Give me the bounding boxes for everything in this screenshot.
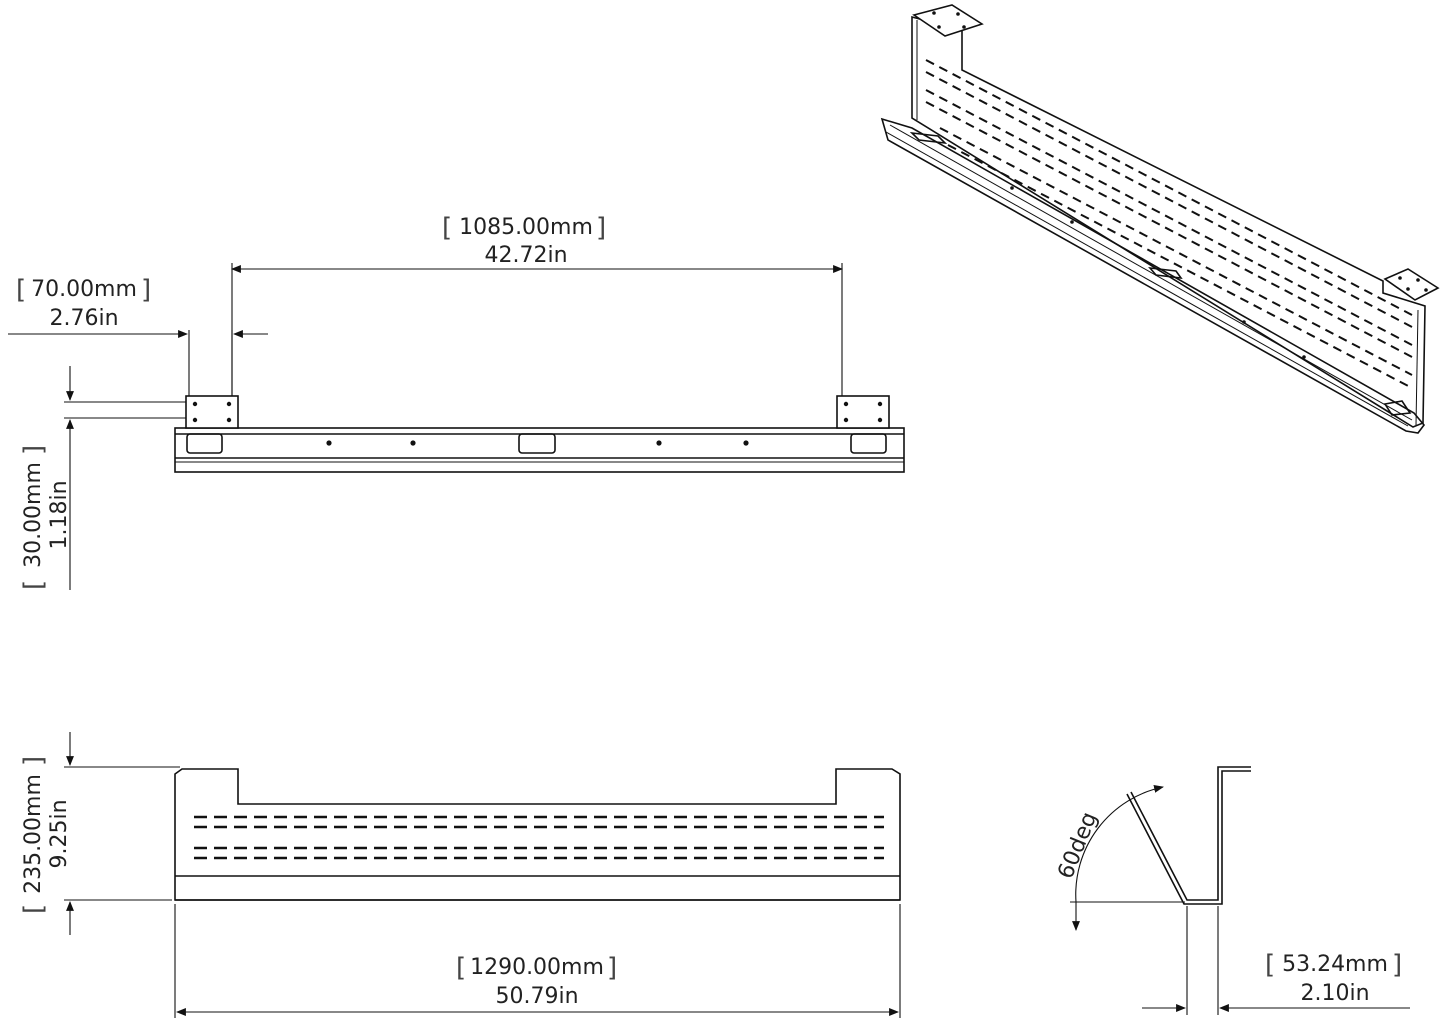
top-view-tray-body bbox=[174, 427, 905, 473]
front-view bbox=[174, 768, 901, 901]
iso-back-panel bbox=[911, 15, 1426, 428]
dim-bracket-height-in: 1.18in bbox=[47, 480, 72, 549]
side-view-profile bbox=[1126, 766, 1251, 905]
top-view-bracket-left bbox=[185, 395, 239, 429]
isometric-view bbox=[880, 4, 1440, 434]
dim-bracket-height-mm: 30.00mm bbox=[21, 462, 46, 568]
dimension-bracket-height: [ 30.00mm ] 1.18in bbox=[19, 366, 186, 590]
dimension-bracket-spacing: [ 1085.00mm ] 42.72in bbox=[231, 213, 843, 396]
bracket-close: ] bbox=[19, 445, 49, 455]
dimension-bracket-width: [ 70.00mm ] 2.76in bbox=[8, 275, 268, 396]
dim-height-in: 9.25in bbox=[47, 799, 72, 868]
bracket-open: [ bbox=[442, 213, 452, 243]
bracket-close: ] bbox=[19, 756, 49, 766]
dim-height-mm: 235.00mm bbox=[21, 774, 46, 894]
top-view-slot-right bbox=[850, 433, 887, 454]
dim-depth-mm: 53.24mm bbox=[1282, 952, 1388, 977]
bracket-open: [ bbox=[19, 580, 49, 590]
dimension-height: [ 235.00mm ] 9.25in bbox=[19, 732, 180, 935]
front-view-outline bbox=[174, 768, 901, 901]
dim-depth-in: 2.10in bbox=[1300, 981, 1369, 1006]
dim-bracket-width-in: 2.76in bbox=[49, 306, 118, 331]
top-view bbox=[174, 395, 905, 473]
bracket-open: [ bbox=[456, 953, 466, 983]
dimension-depth: [ 53.24mm ] 2.10in bbox=[1142, 906, 1410, 1015]
top-view-slot-left bbox=[186, 433, 223, 454]
top-view-slot-middle bbox=[518, 433, 556, 454]
top-view-hole bbox=[326, 440, 332, 446]
dim-angle: 60deg bbox=[1053, 809, 1102, 883]
bracket-open: [ bbox=[1265, 950, 1275, 980]
top-view-bracket-right bbox=[836, 395, 890, 429]
dim-spacing-in: 42.72in bbox=[484, 243, 567, 268]
dimension-length: [ 1290.00mm ] 50.79in bbox=[174, 904, 901, 1018]
top-view-hole bbox=[410, 440, 416, 446]
bracket-open: [ bbox=[16, 275, 26, 305]
bracket-close: ] bbox=[141, 275, 151, 305]
dim-bracket-width-mm: 70.00mm bbox=[31, 277, 137, 302]
iso-tab-right bbox=[1383, 268, 1440, 301]
dim-length-mm: 1290.00mm bbox=[470, 955, 604, 980]
top-view-hole bbox=[743, 440, 749, 446]
bracket-close: ] bbox=[607, 953, 617, 983]
dim-spacing-mm: 1085.00mm bbox=[459, 215, 593, 240]
bracket-open: [ bbox=[19, 904, 49, 914]
top-view-hole bbox=[656, 440, 662, 446]
bracket-close: ] bbox=[596, 213, 606, 243]
iso-trough bbox=[880, 117, 1426, 434]
bracket-close: ] bbox=[1392, 950, 1402, 980]
iso-tab-left bbox=[912, 4, 984, 37]
dim-length-in: 50.79in bbox=[495, 984, 578, 1009]
